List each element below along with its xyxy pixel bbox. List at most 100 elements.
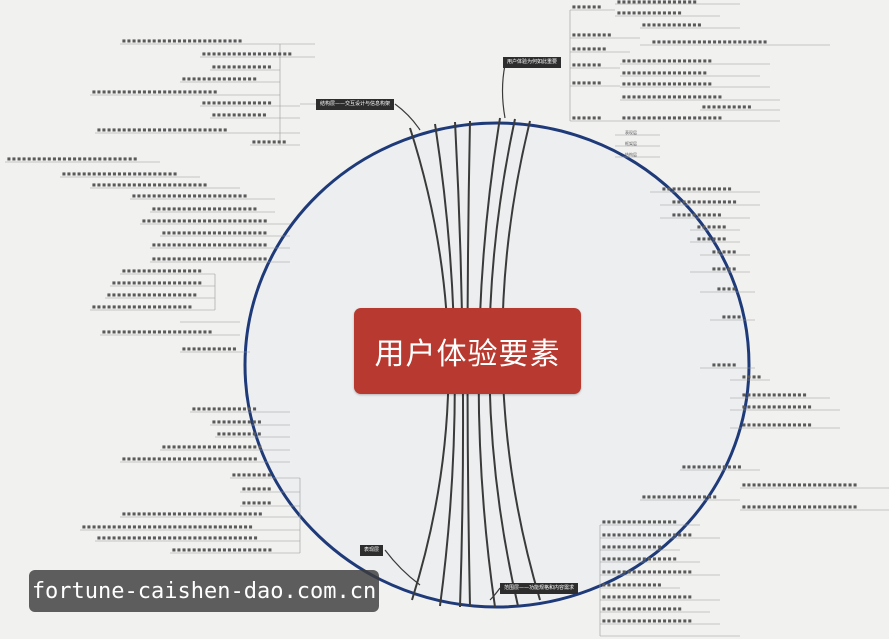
right-node-3: 结构层 [625,151,637,157]
svg-text:■ ■ ■ ■ ■ ■ ■ ■ ■ ■ ■ ■ ■ ■ ■: ■ ■ ■ ■ ■ ■ ■ ■ ■ ■ ■ ■ ■ ■ ■ ■ ■ ■ ■ ■ … [102,329,212,334]
svg-text:■ ■ ■ ■ ■ ■ ■ ■ ■ ■ ■ ■ ■ ■ ■: ■ ■ ■ ■ ■ ■ ■ ■ ■ ■ ■ ■ ■ ■ ■ [182,76,257,81]
watermark: fortune-caishen-dao.com.cn [29,570,379,612]
svg-text:■ ■ ■ ■ ■: ■ ■ ■ ■ ■ [712,362,736,367]
svg-text:■ ■ ■ ■ ■ ■: ■ ■ ■ ■ ■ ■ [572,115,601,120]
svg-text:■ ■ ■ ■ ■ ■: ■ ■ ■ ■ ■ ■ [697,224,726,229]
svg-text:■ ■ ■ ■ ■ ■: ■ ■ ■ ■ ■ ■ [572,4,601,9]
branch-label-bottom-right[interactable]: 范围层——功能规格和内容需求 [500,583,579,594]
svg-text:■ ■ ■ ■ ■ ■ ■: ■ ■ ■ ■ ■ ■ ■ [572,46,606,51]
svg-text:■ ■ ■ ■ ■ ■ ■ ■ ■ ■ ■ ■ ■: ■ ■ ■ ■ ■ ■ ■ ■ ■ ■ ■ ■ ■ [192,406,257,411]
svg-text:■ ■ ■ ■: ■ ■ ■ ■ [742,374,761,379]
leaf-text-left: ■ ■ ■ ■ ■ ■ ■ ■ ■ ■ ■ ■ ■ ■ ■ ■ ■ ■ ■ ■ … [7,156,267,351]
svg-text:■ ■ ■ ■ ■ ■ ■ ■ ■ ■ ■ ■: ■ ■ ■ ■ ■ ■ ■ ■ ■ ■ ■ ■ [602,544,662,549]
svg-text:■ ■ ■ ■ ■ ■ ■ ■ ■ ■ ■ ■ ■ ■ ■: ■ ■ ■ ■ ■ ■ ■ ■ ■ ■ ■ ■ ■ ■ ■ ■ ■ ■ ■ ■ … [142,218,267,223]
svg-text:■ ■ ■ ■ ■ ■ ■ ■ ■ ■ ■ ■ ■ ■ ■: ■ ■ ■ ■ ■ ■ ■ ■ ■ ■ ■ ■ ■ ■ ■ ■ ■ ■ ■ ■ … [122,38,242,43]
svg-text:■ ■ ■ ■ ■ ■ ■ ■ ■ ■: ■ ■ ■ ■ ■ ■ ■ ■ ■ ■ [212,419,261,424]
leaf-lines-left [5,161,290,353]
svg-text:■ ■ ■ ■ ■ ■ ■ ■ ■ ■ ■ ■ ■ ■ ■: ■ ■ ■ ■ ■ ■ ■ ■ ■ ■ ■ ■ ■ ■ ■ ■ ■ ■ [602,569,692,574]
svg-text:■ ■ ■ ■ ■ ■ ■ ■ ■ ■ ■ ■ ■ ■ ■: ■ ■ ■ ■ ■ ■ ■ ■ ■ ■ ■ ■ ■ ■ ■ ■ ■ ■ [602,532,692,537]
svg-text:■ ■ ■ ■ ■ ■ ■ ■ ■ ■ ■ ■ ■ ■: ■ ■ ■ ■ ■ ■ ■ ■ ■ ■ ■ ■ ■ ■ [742,422,812,427]
svg-text:■ ■ ■ ■ ■ ■ ■ ■ ■ ■: ■ ■ ■ ■ ■ ■ ■ ■ ■ ■ [672,212,721,217]
svg-text:■ ■ ■ ■ ■ ■ ■ ■ ■ ■ ■ ■ ■ ■ ■: ■ ■ ■ ■ ■ ■ ■ ■ ■ ■ ■ ■ ■ ■ ■ [602,556,677,561]
svg-text:■ ■ ■ ■ ■ ■ ■ ■ ■ ■ ■ ■ ■ ■: ■ ■ ■ ■ ■ ■ ■ ■ ■ ■ ■ ■ ■ ■ [202,100,272,105]
svg-text:■ ■ ■ ■ ■ ■: ■ ■ ■ ■ ■ ■ [572,62,601,67]
svg-text:■ ■ ■ ■ ■ ■ ■ ■ ■ ■ ■ ■ ■ ■ ■: ■ ■ ■ ■ ■ ■ ■ ■ ■ ■ ■ ■ ■ ■ ■ ■ ■ ■ ■ ■ [172,547,272,552]
svg-text:■ ■ ■ ■: ■ ■ ■ ■ [717,286,736,291]
svg-text:■ ■ ■ ■ ■ ■ ■ ■ ■ ■ ■ ■ ■ ■: ■ ■ ■ ■ ■ ■ ■ ■ ■ ■ ■ ■ ■ ■ [742,404,812,409]
svg-text:■ ■ ■ ■ ■ ■ ■ ■ ■ ■ ■ ■ ■ ■ ■: ■ ■ ■ ■ ■ ■ ■ ■ ■ ■ ■ ■ ■ ■ ■ ■ ■ ■ ■ ■ … [97,535,258,540]
svg-text:■ ■ ■ ■ ■ ■ ■ ■ ■: ■ ■ ■ ■ ■ ■ ■ ■ ■ [217,431,261,436]
right-node-2: 框架层 [625,140,637,146]
svg-text:■ ■ ■ ■ ■ ■ ■ ■ ■ ■ ■ ■ ■ ■ ■: ■ ■ ■ ■ ■ ■ ■ ■ ■ ■ ■ ■ ■ ■ ■ ■ ■ ■ ■ ■ … [152,256,267,261]
svg-text:■ ■ ■ ■ ■ ■ ■ ■ ■ ■ ■: ■ ■ ■ ■ ■ ■ ■ ■ ■ ■ ■ [182,346,237,351]
svg-text:■ ■ ■ ■ ■ ■ ■ ■: ■ ■ ■ ■ ■ ■ ■ ■ [572,32,611,37]
svg-text:■ ■ ■ ■ ■ ■ ■ ■ ■ ■ ■: ■ ■ ■ ■ ■ ■ ■ ■ ■ ■ ■ [212,112,267,117]
svg-text:■ ■ ■ ■ ■ ■ ■ ■ ■ ■ ■ ■ ■ ■ ■: ■ ■ ■ ■ ■ ■ ■ ■ ■ ■ ■ ■ ■ ■ ■ ■ [122,268,202,273]
svg-text:■ ■ ■ ■ ■ ■ ■ ■ ■ ■ ■ ■ ■ ■ ■: ■ ■ ■ ■ ■ ■ ■ ■ ■ ■ ■ ■ ■ ■ ■ ■ ■ ■ ■ ■ … [152,206,257,211]
branch-label-top-left[interactable]: 结构层——交互设计与信息构架 [316,99,395,110]
svg-text:■ ■ ■ ■ ■ ■ ■ ■ ■ ■ ■ ■ ■ ■ ■: ■ ■ ■ ■ ■ ■ ■ ■ ■ ■ ■ ■ ■ ■ ■ [602,519,677,524]
leaf-lines-lower-left [80,411,301,554]
leaf-lines-top-right [569,3,830,122]
svg-text:■ ■ ■ ■ ■ ■ ■ ■ ■ ■ ■ ■ ■ ■ ■: ■ ■ ■ ■ ■ ■ ■ ■ ■ ■ ■ ■ ■ ■ ■ ■ ■ ■ ■ ■ … [7,156,137,161]
svg-text:■ ■ ■ ■ ■ ■ ■ ■ ■ ■ ■ ■ ■ ■ ■: ■ ■ ■ ■ ■ ■ ■ ■ ■ ■ ■ ■ ■ ■ ■ ■ ■ ■ ■ ■ … [132,193,247,198]
svg-text:■ ■ ■ ■ ■ ■ ■ ■ ■ ■ ■ ■ ■ ■ ■: ■ ■ ■ ■ ■ ■ ■ ■ ■ ■ ■ ■ ■ ■ ■ ■ ■ ■ ■ ■ … [62,171,177,176]
svg-text:■ ■ ■ ■ ■ ■ ■ ■ ■ ■ ■ ■: ■ ■ ■ ■ ■ ■ ■ ■ ■ ■ ■ ■ [602,582,662,587]
svg-text:■ ■ ■ ■ ■: ■ ■ ■ ■ ■ [712,266,736,271]
branch-connectors [384,64,506,601]
svg-text:■ ■ ■ ■ ■ ■ ■ ■ ■ ■ ■ ■: ■ ■ ■ ■ ■ ■ ■ ■ ■ ■ ■ ■ [212,64,272,69]
watermark-text: fortune-caishen-dao.com.cn [31,578,377,604]
svg-text:■ ■ ■ ■ ■ ■ ■ ■ ■ ■ ■ ■ ■ ■ ■: ■ ■ ■ ■ ■ ■ ■ ■ ■ ■ ■ ■ ■ ■ ■ ■ ■ ■ ■ ■ … [92,89,217,94]
svg-text:■ ■ ■ ■ ■ ■ ■ ■ ■ ■ ■ ■ ■ ■ ■: ■ ■ ■ ■ ■ ■ ■ ■ ■ ■ ■ ■ ■ ■ ■ ■ ■ [622,70,707,75]
svg-text:■ ■ ■ ■ ■ ■: ■ ■ ■ ■ ■ ■ [242,486,271,491]
svg-text:■ ■ ■ ■ ■ ■ ■ ■ ■ ■ ■ ■ ■ ■ ■: ■ ■ ■ ■ ■ ■ ■ ■ ■ ■ ■ ■ ■ ■ ■ ■ ■ ■ ■ ■ … [742,504,857,509]
svg-text:■ ■ ■ ■ ■ ■ ■ ■ ■ ■ ■ ■ ■ ■ ■: ■ ■ ■ ■ ■ ■ ■ ■ ■ ■ ■ ■ ■ ■ ■ ■ ■ ■ [622,81,712,86]
svg-text:■ ■ ■ ■ ■ ■ ■ ■ ■ ■ ■ ■ ■ ■ ■: ■ ■ ■ ■ ■ ■ ■ ■ ■ ■ ■ ■ ■ ■ ■ ■ ■ ■ ■ ■ … [92,182,207,187]
leaf-text-right: ■ ■ ■ ■ ■ ■ ■ ■ ■ ■ ■ ■ ■ ■ ■ ■ ■ ■ ■ ■ … [662,186,812,427]
svg-text:■ ■ ■ ■ ■ ■ ■ ■ ■ ■ ■ ■ ■ ■ ■: ■ ■ ■ ■ ■ ■ ■ ■ ■ ■ ■ ■ ■ ■ ■ ■ ■ ■ ■ ■ … [82,524,253,529]
svg-text:■ ■ ■ ■ ■ ■ ■ ■ ■ ■ ■ ■ ■ ■ ■: ■ ■ ■ ■ ■ ■ ■ ■ ■ ■ ■ ■ ■ ■ ■ [642,494,717,499]
svg-text:■ ■ ■ ■: ■ ■ ■ ■ [722,314,741,319]
leaf-text-top-right: ■ ■ ■ ■ ■ ■ ■ ■ ■ ■ ■ ■ ■ ■ ■ ■ ■ ■ ■ ■ … [572,0,767,120]
svg-text:■ ■ ■ ■ ■ ■ ■ ■: ■ ■ ■ ■ ■ ■ ■ ■ [232,472,271,477]
svg-text:■ ■ ■ ■ ■ ■ ■ ■ ■ ■ ■ ■ ■ ■ ■: ■ ■ ■ ■ ■ ■ ■ ■ ■ ■ ■ ■ ■ ■ ■ ■ ■ ■ ■ ■ [92,304,192,309]
leaf-text-lower-right: ■ ■ ■ ■ ■ ■ ■ ■ ■ ■ ■ ■ ■ ■ ■ ■ ■ ■ ■ ■ … [602,464,857,623]
svg-text:■ ■ ■ ■ ■ ■ ■ ■ ■ ■ ■ ■ ■ ■ ■: ■ ■ ■ ■ ■ ■ ■ ■ ■ ■ ■ ■ ■ ■ ■ ■ ■ ■ ■ ■ … [97,127,227,132]
svg-text:■ ■ ■ ■ ■ ■ ■: ■ ■ ■ ■ ■ ■ ■ [252,139,286,144]
svg-text:■ ■ ■ ■ ■ ■ ■ ■ ■ ■ ■ ■ ■ ■: ■ ■ ■ ■ ■ ■ ■ ■ ■ ■ ■ ■ ■ ■ [662,186,732,191]
svg-text:■ ■ ■ ■ ■ ■ ■ ■ ■ ■ ■ ■ ■ ■ ■: ■ ■ ■ ■ ■ ■ ■ ■ ■ ■ ■ ■ ■ ■ ■ ■ ■ ■ ■ ■ [622,115,722,120]
svg-text:■ ■ ■ ■ ■ ■ ■ ■ ■ ■ ■ ■ ■: ■ ■ ■ ■ ■ ■ ■ ■ ■ ■ ■ ■ ■ [742,392,807,397]
svg-text:■ ■ ■ ■ ■ ■ ■ ■ ■ ■ ■ ■ ■ ■ ■: ■ ■ ■ ■ ■ ■ ■ ■ ■ ■ ■ ■ ■ ■ ■ ■ ■ ■ ■ ■ … [122,456,257,461]
svg-text:■ ■ ■ ■ ■ ■ ■ ■ ■ ■ ■ ■ ■: ■ ■ ■ ■ ■ ■ ■ ■ ■ ■ ■ ■ ■ [672,199,737,204]
branch-label-top-right[interactable]: 用户体验为何如此重要 [503,57,562,68]
right-node-1: 表现层 [625,129,637,135]
svg-text:■ ■ ■ ■ ■ ■ ■ ■ ■ ■ ■ ■ ■ ■ ■: ■ ■ ■ ■ ■ ■ ■ ■ ■ ■ ■ ■ ■ ■ ■ ■ ■ ■ ■ ■ [622,94,722,99]
right-node-labels: 表现层 框架层 结构层 [625,129,637,157]
branch-label-bottom-left[interactable]: 表现层 [360,545,384,556]
svg-text:■ ■ ■ ■ ■ ■: ■ ■ ■ ■ ■ ■ [572,80,601,85]
svg-text:■ ■ ■ ■ ■ ■ ■ ■ ■ ■ ■ ■: ■ ■ ■ ■ ■ ■ ■ ■ ■ ■ ■ ■ [642,22,702,27]
svg-text:■ ■ ■ ■ ■ ■ ■ ■ ■ ■ ■ ■ ■ ■ ■: ■ ■ ■ ■ ■ ■ ■ ■ ■ ■ ■ ■ ■ ■ ■ ■ ■ ■ ■ ■ … [162,230,267,235]
svg-text:■ ■ ■ ■ ■ ■ ■ ■ ■ ■ ■ ■ ■ ■ ■: ■ ■ ■ ■ ■ ■ ■ ■ ■ ■ ■ ■ ■ ■ ■ ■ ■ ■ [107,292,197,297]
central-node-title: 用户体验要素 [374,337,561,372]
svg-text:■ ■ ■ ■ ■ ■ ■ ■ ■ ■ ■ ■ ■ ■ ■: ■ ■ ■ ■ ■ ■ ■ ■ ■ ■ ■ ■ ■ ■ ■ ■ ■ ■ [202,51,292,56]
svg-text:■ ■ ■ ■ ■ ■ ■ ■ ■ ■ ■ ■ ■ ■ ■: ■ ■ ■ ■ ■ ■ ■ ■ ■ ■ ■ ■ ■ ■ ■ ■ ■ ■ [602,594,692,599]
svg-text:■ ■ ■ ■ ■ ■: ■ ■ ■ ■ ■ ■ [242,500,271,505]
svg-text:■ ■ ■ ■ ■ ■ ■ ■ ■ ■ ■ ■ ■ ■ ■: ■ ■ ■ ■ ■ ■ ■ ■ ■ ■ ■ ■ ■ ■ ■ ■ ■ ■ [622,58,712,63]
leaf-lines-lower-right [599,469,889,637]
leaf-lines-right [615,134,840,429]
svg-text:■ ■ ■ ■ ■ ■ ■ ■ ■ ■ ■ ■: ■ ■ ■ ■ ■ ■ ■ ■ ■ ■ ■ ■ [682,464,742,469]
leaf-lines-top-left [90,43,318,146]
svg-text:■ ■ ■ ■ ■: ■ ■ ■ ■ ■ [712,249,736,254]
leaf-text-lower-left: ■ ■ ■ ■ ■ ■ ■ ■ ■ ■ ■ ■ ■ ■ ■ ■ ■ ■ ■ ■ … [82,406,272,552]
leaf-text-top-left: ■ ■ ■ ■ ■ ■ ■ ■ ■ ■ ■ ■ ■ ■ ■ ■ ■ ■ ■ ■ … [92,38,292,144]
svg-text:■ ■ ■ ■ ■ ■ ■ ■ ■ ■ ■ ■ ■ ■ ■: ■ ■ ■ ■ ■ ■ ■ ■ ■ ■ ■ ■ ■ ■ ■ ■ ■ ■ ■ ■ … [742,482,857,487]
svg-text:■ ■ ■ ■ ■ ■ ■ ■ ■ ■ ■ ■ ■ ■ ■: ■ ■ ■ ■ ■ ■ ■ ■ ■ ■ ■ ■ ■ ■ ■ ■ [617,0,697,4]
svg-text:■ ■ ■ ■ ■ ■ ■ ■ ■ ■ ■ ■ ■ ■ ■: ■ ■ ■ ■ ■ ■ ■ ■ ■ ■ ■ ■ ■ ■ ■ ■ ■ ■ ■ ■ … [152,242,267,247]
svg-text:■ ■ ■ ■ ■ ■ ■ ■ ■ ■ ■ ■ ■ ■ ■: ■ ■ ■ ■ ■ ■ ■ ■ ■ ■ ■ ■ ■ ■ ■ ■ ■ ■ [602,618,692,623]
svg-text:■ ■ ■ ■ ■ ■ ■ ■ ■ ■ ■ ■ ■ ■ ■: ■ ■ ■ ■ ■ ■ ■ ■ ■ ■ ■ ■ ■ ■ ■ ■ ■ ■ ■ ■ … [652,39,767,44]
svg-text:■ ■ ■ ■ ■ ■ ■ ■ ■ ■ ■ ■ ■ ■ ■: ■ ■ ■ ■ ■ ■ ■ ■ ■ ■ ■ ■ ■ ■ ■ ■ ■ ■ ■ ■ [162,444,262,449]
central-node[interactable]: 用户体验要素 [354,308,581,394]
svg-text:■ ■ ■ ■ ■ ■ ■ ■ ■ ■ ■ ■ ■: ■ ■ ■ ■ ■ ■ ■ ■ ■ ■ ■ ■ ■ [617,10,682,15]
svg-text:■ ■ ■ ■ ■ ■: ■ ■ ■ ■ ■ ■ [697,236,726,241]
